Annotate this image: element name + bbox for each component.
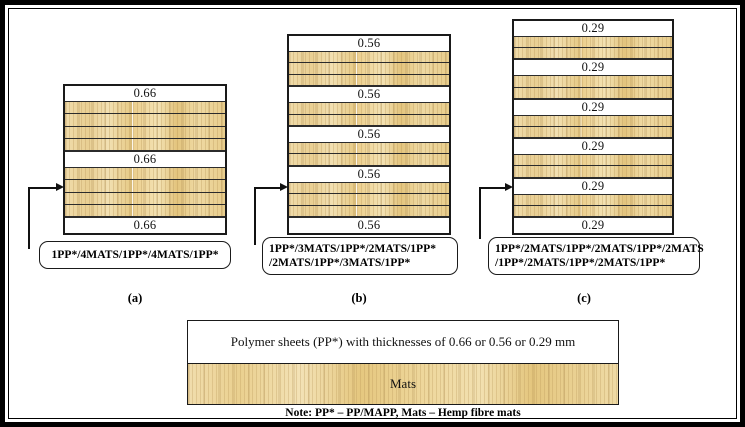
arrow-a-vertical	[28, 187, 30, 249]
pp-sheet-layer: 0.56	[289, 217, 449, 234]
hemp-mat-layer	[65, 168, 225, 181]
hemp-mat-layer	[289, 205, 449, 218]
pp-thickness-label: 0.56	[357, 127, 381, 142]
composition-c-line-2: /1PP*/2MATS/1PP*/2MATS/1PP*	[495, 256, 666, 269]
hemp-mat-layer	[514, 48, 672, 60]
legend-mats-label: Mats	[390, 376, 416, 391]
arrow-b-horizontal	[254, 187, 282, 189]
composition-c-line-1: 1PP*/2MATS/1PP*/2MATS/1PP*/2MATS	[495, 241, 704, 255]
hemp-mat-layer	[65, 102, 225, 115]
pp-sheet-layer: 0.29	[514, 21, 672, 37]
laminate-stack-c: 0.29 0.29 0.29 0.29 0.29 0.29	[512, 19, 674, 235]
hemp-mat-layer	[65, 192, 225, 205]
pp-thickness-label: 0.56	[357, 87, 381, 102]
figure-note: Note: PP* – PP/MAPP, Mats – Hemp fibre m…	[285, 407, 521, 419]
pp-sheet-layer: 0.56	[289, 36, 449, 52]
legend-polymer-sheet-row: Polymer sheets (PP*) with thicknesses of…	[188, 321, 618, 364]
hemp-mat-layer	[289, 194, 449, 206]
hemp-mat-layer	[289, 74, 449, 87]
hemp-mat-layer	[289, 154, 449, 166]
pp-sheet-layer: 0.56	[289, 126, 449, 144]
pp-sheet-layer: 0.66	[65, 217, 225, 233]
composition-b-line-2: /2MATS/1PP*/3MATS/1PP*	[269, 256, 411, 269]
composition-box-a[interactable]: 1PP*/4MATS/1PP*/4MATS/1PP*	[39, 241, 231, 269]
pp-thickness-label: 0.29	[581, 218, 605, 233]
hemp-mat-layer	[289, 114, 449, 127]
hemp-mat-layer	[289, 182, 449, 195]
hemp-mat-layer	[65, 114, 225, 127]
arrow-a-head	[56, 183, 64, 191]
pp-sheet-layer: 0.66	[65, 86, 225, 102]
hemp-mat-layer	[514, 155, 672, 167]
hemp-mat-layer	[514, 76, 672, 88]
pp-thickness-label: 0.29	[581, 178, 605, 193]
pp-thickness-label: 0.56	[357, 166, 381, 181]
subcaption-b: (b)	[351, 291, 367, 305]
arrow-b-vertical	[254, 187, 256, 245]
composition-box-b[interactable]: 1PP*/3MATS/1PP*/2MATS/1PP* /2MATS/1PP*/3…	[262, 237, 458, 275]
hemp-mat-layer	[289, 63, 449, 75]
pp-thickness-label: 0.66	[133, 86, 157, 100]
hemp-mat-layer	[65, 204, 225, 217]
composition-b-line-1: 1PP*/3MATS/1PP*/2MATS/1PP*	[269, 241, 437, 255]
hemp-mat-layer	[65, 138, 225, 151]
pp-thickness-label: 0.66	[133, 152, 157, 166]
pp-sheet-layer: 0.29	[514, 217, 672, 234]
pp-thickness-label: 0.66	[133, 218, 157, 232]
hemp-mat-layer	[514, 115, 672, 128]
pp-thickness-label: 0.29	[581, 21, 605, 35]
composition-a-line-1: 1PP*/4MATS/1PP*/4MATS/1PP*	[51, 247, 219, 261]
legend-mats-row: Mats	[188, 364, 618, 404]
hemp-mat-layer	[514, 194, 672, 206]
hemp-mat-layer	[289, 103, 449, 115]
arrow-c-horizontal	[479, 187, 507, 189]
pp-sheet-layer: 0.29	[514, 59, 672, 77]
pp-thickness-label: 0.29	[581, 99, 605, 114]
arrow-a-horizontal	[28, 187, 58, 189]
subcaption-a: (a)	[127, 291, 143, 305]
pp-sheet-layer: 0.56	[289, 86, 449, 104]
legend-box: Polymer sheets (PP*) with thicknesses of…	[187, 320, 619, 405]
subcaption-c: (c)	[577, 291, 591, 305]
pp-sheet-layer: 0.29	[514, 177, 672, 195]
pp-thickness-label: 0.29	[581, 60, 605, 75]
pp-sheet-layer: 0.29	[514, 138, 672, 156]
pp-thickness-label: 0.56	[357, 36, 381, 50]
composition-box-c[interactable]: 1PP*/2MATS/1PP*/2MATS/1PP*/2MATS /1PP*/2…	[488, 237, 704, 275]
arrow-b-head	[280, 183, 288, 191]
hemp-mat-layer	[65, 126, 225, 139]
hemp-mat-layer	[289, 143, 449, 155]
pp-thickness-label: 0.56	[357, 218, 381, 233]
pp-sheet-layer: 0.56	[289, 165, 449, 183]
hemp-mat-layer	[65, 180, 225, 193]
hemp-mat-layer	[514, 127, 672, 139]
hemp-mat-layer	[514, 87, 672, 99]
legend-polymer-label: Polymer sheets (PP*) with thicknesses of…	[230, 334, 576, 349]
arrow-c-vertical	[479, 187, 481, 239]
hemp-mat-layer	[514, 37, 672, 49]
hemp-mat-layer	[514, 205, 672, 218]
laminate-stack-a: 0.66 0.66 0.66	[63, 84, 227, 235]
pp-sheet-layer: 0.29	[514, 98, 672, 116]
laminate-stack-b: 0.56 0.56 0.56 0.56 0.56	[287, 34, 451, 235]
pp-thickness-label: 0.29	[581, 139, 605, 154]
pp-sheet-layer: 0.66	[65, 151, 225, 168]
arrow-c-head	[505, 183, 513, 191]
hemp-mat-layer	[514, 166, 672, 178]
hemp-mat-layer	[289, 52, 449, 64]
